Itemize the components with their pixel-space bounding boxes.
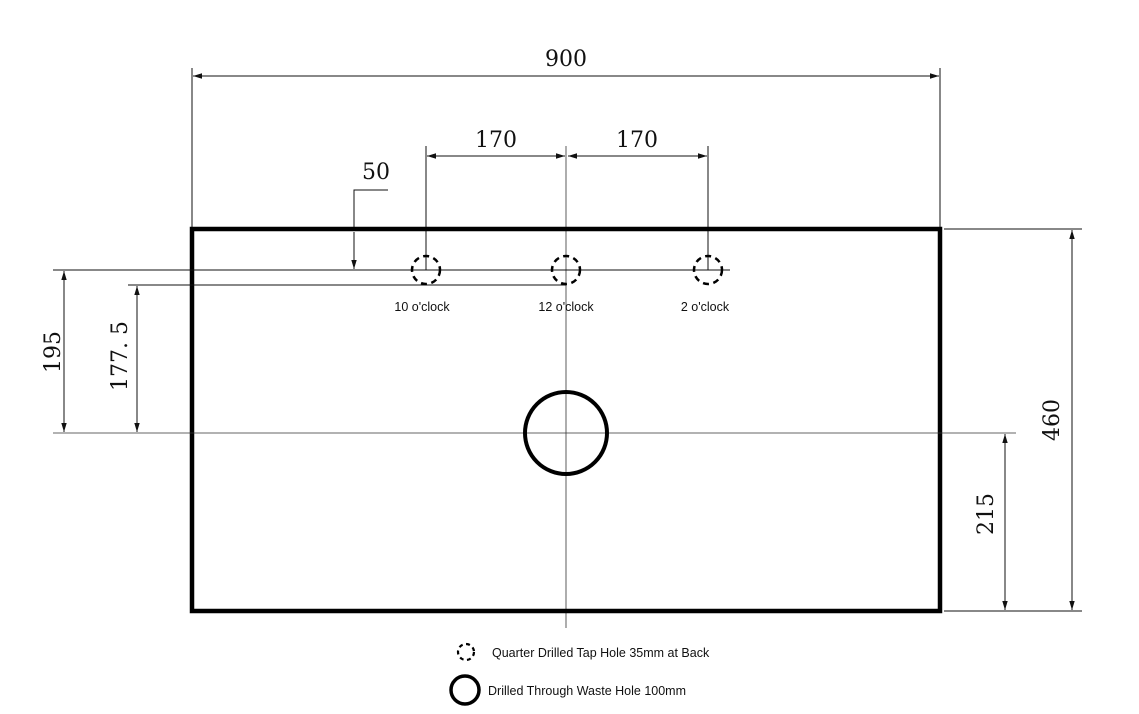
tap-hole-10-oclock bbox=[410, 254, 442, 286]
tap-label-2-oclock: 2 o'clock bbox=[681, 300, 730, 314]
dimension-tap-spacing-right: 170 bbox=[616, 128, 658, 153]
basin-outline bbox=[189, 226, 943, 614]
dimension-215: 215 bbox=[974, 493, 999, 535]
dimension-tap-spacing-left: 170 bbox=[475, 128, 517, 153]
legend-tap-hole-icon bbox=[456, 642, 476, 662]
dimension-460: 460 bbox=[1040, 399, 1065, 441]
legend-waste-hole-label: Drilled Through Waste Hole 100mm bbox=[488, 684, 686, 698]
tap-hole-2-oclock bbox=[692, 254, 724, 286]
legend-tap-hole-label: Quarter Drilled Tap Hole 35mm at Back bbox=[492, 646, 710, 660]
leader-line-tap-offset bbox=[353, 189, 388, 227]
tap-label-12-oclock: 12 o'clock bbox=[538, 300, 594, 314]
waste-hole bbox=[523, 390, 609, 476]
legend-waste-hole-icon bbox=[449, 674, 481, 706]
dimension-177-5: 177. 5 bbox=[108, 321, 133, 391]
dimension-195: 195 bbox=[41, 331, 66, 373]
dimension-tap-offset: 50 bbox=[362, 160, 390, 185]
dimension-overall-width: 900 bbox=[545, 47, 587, 72]
tap-hole-12-oclock bbox=[550, 254, 582, 286]
tap-label-10-oclock: 10 o'clock bbox=[394, 300, 450, 314]
